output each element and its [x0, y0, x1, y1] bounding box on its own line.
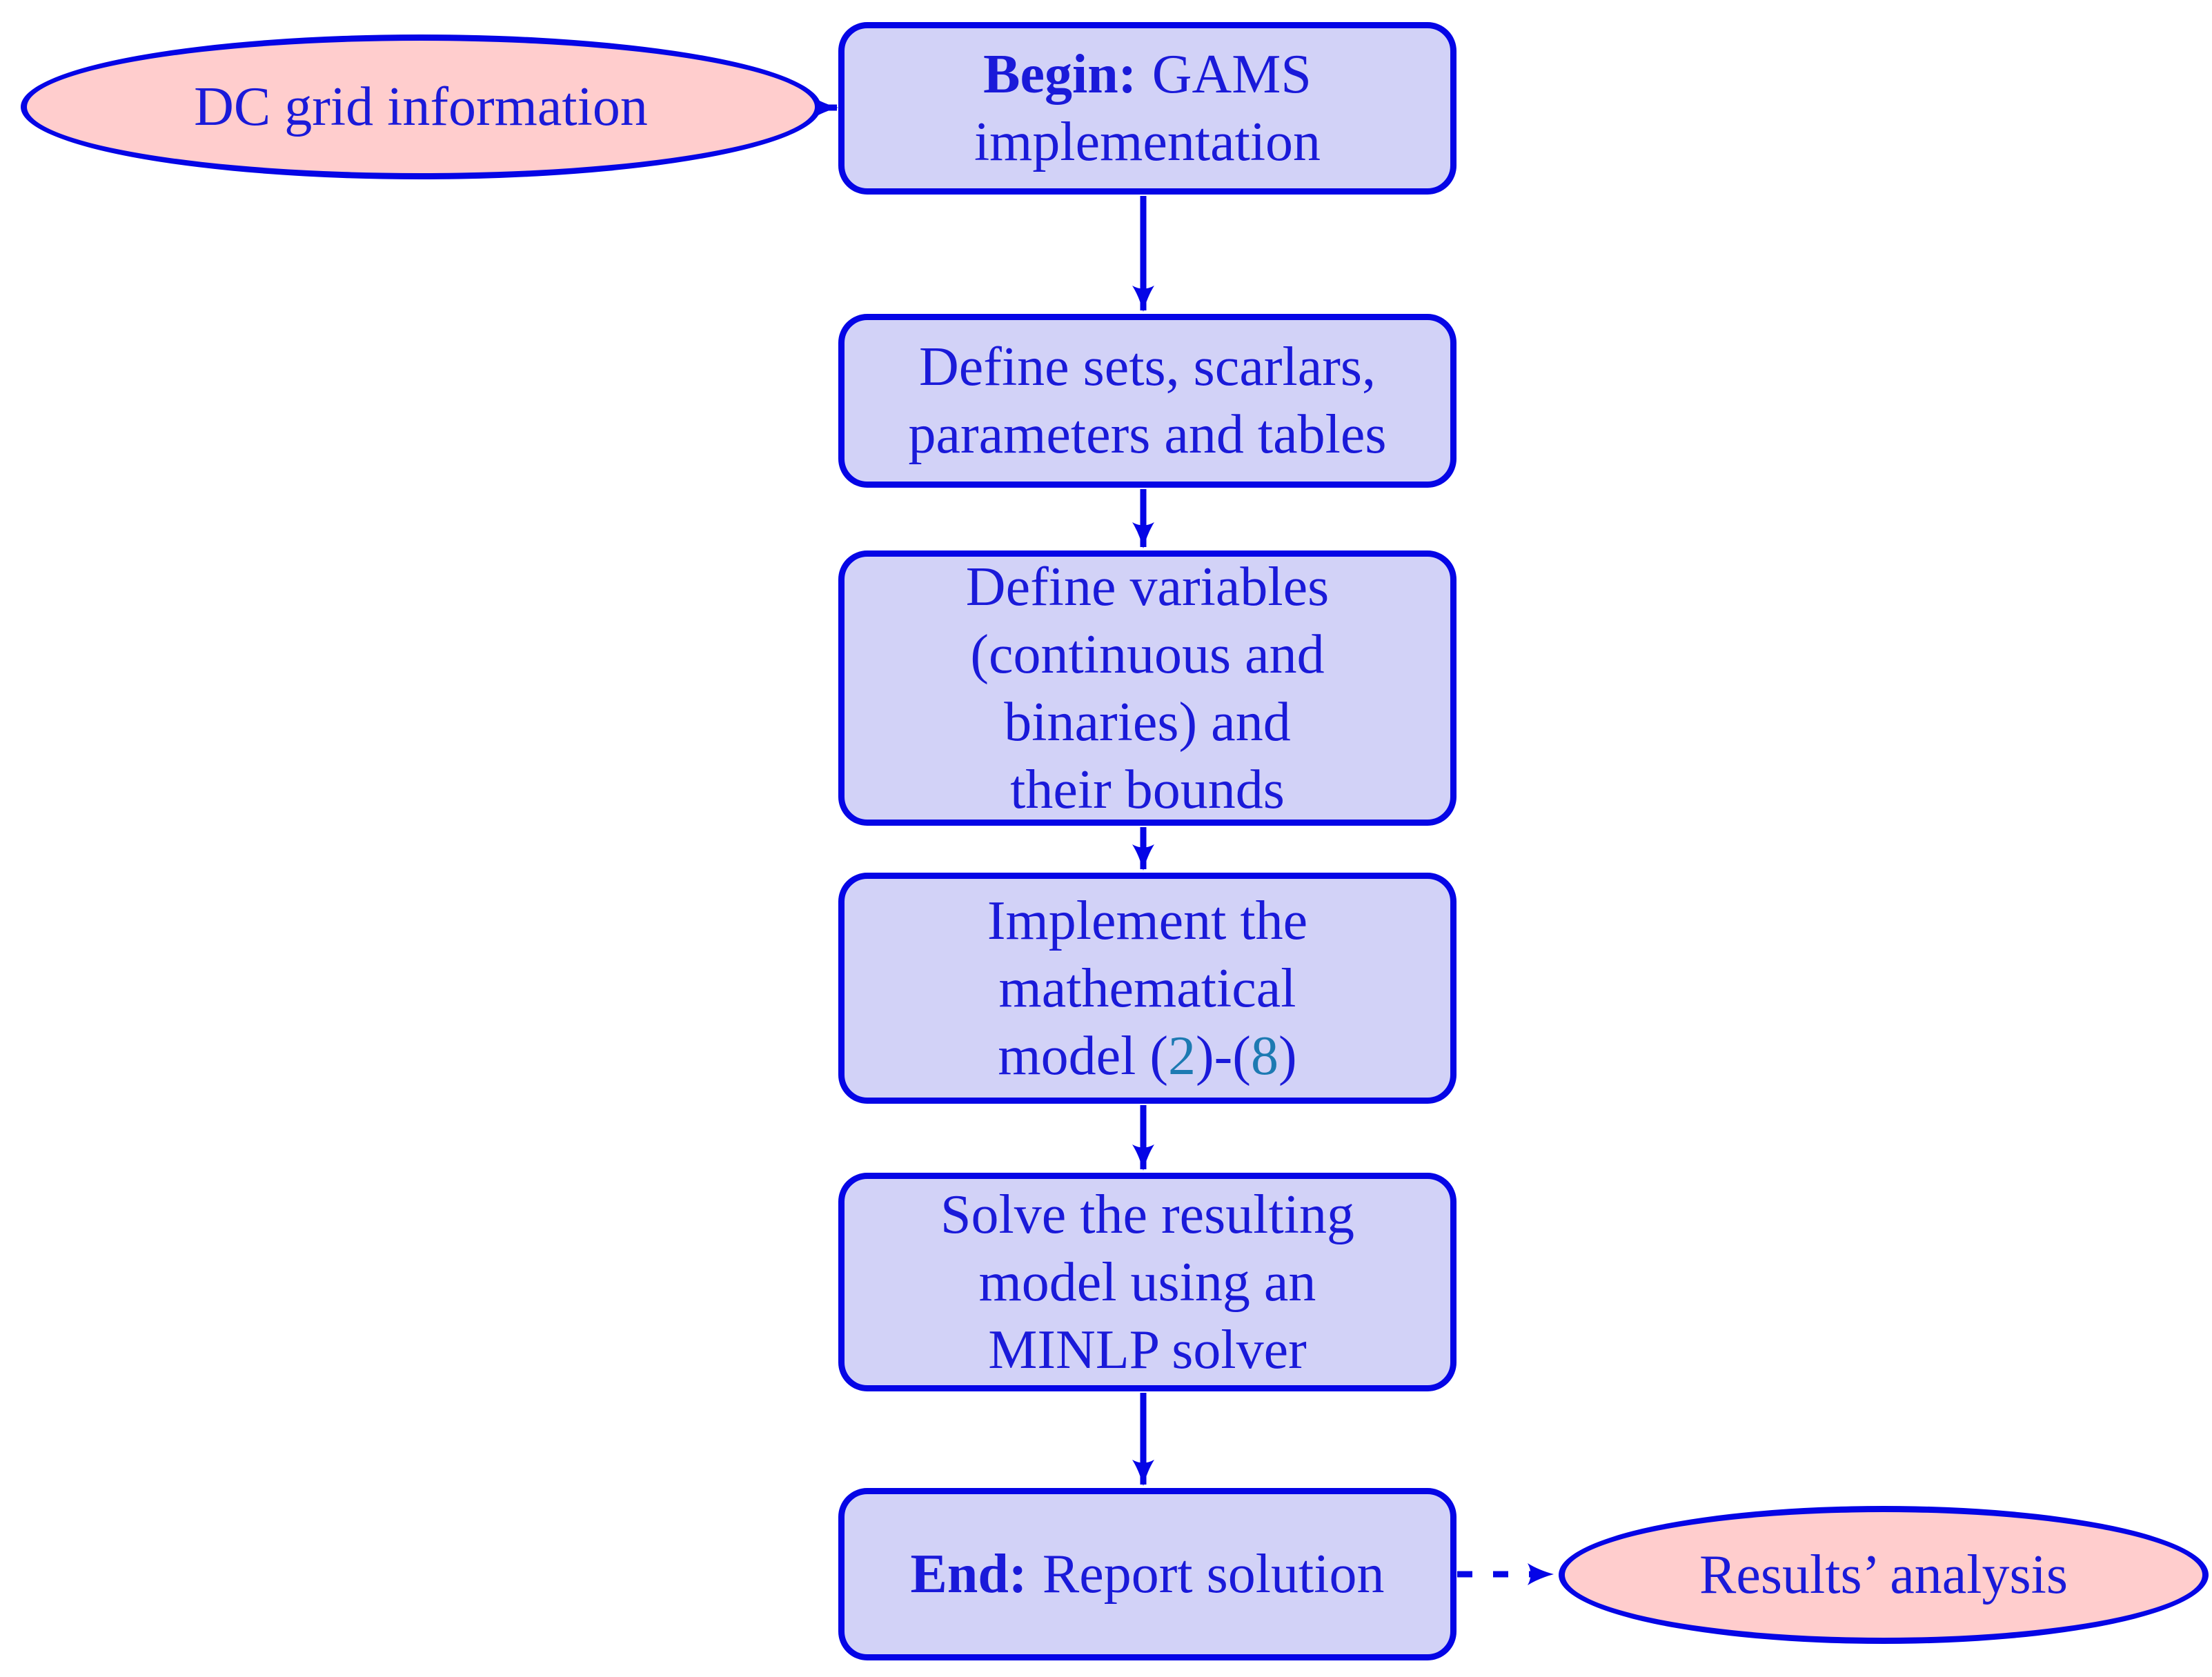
end-report-box: End:Report solution	[838, 1488, 1456, 1660]
implement-model-line-1: Implement the	[987, 890, 1308, 951]
solve-model-line-3: MINLP solver	[988, 1319, 1307, 1380]
begin-line-2: implementation	[974, 112, 1321, 172]
implement-model-line-2: mathematical	[998, 957, 1296, 1019]
results-analysis-label: Results’ analysis	[1699, 1545, 2068, 1605]
dc-grid-information-label: DC grid information	[194, 77, 648, 137]
define-sets-box: Define sets, scarlars, parameters and ta…	[838, 314, 1456, 488]
solve-model-line-2: model using an	[978, 1251, 1316, 1313]
define-variables-line-2: (continuous and	[970, 624, 1325, 685]
equation-ref-2: 2	[1168, 1025, 1196, 1086]
implement-model-line-3: model (2)-(8)	[998, 1022, 1296, 1090]
end-line-1: End:Report solution	[911, 1540, 1385, 1608]
results-analysis-ellipse: Results’ analysis	[1559, 1506, 2209, 1644]
define-variables-line-1: Define variables	[965, 556, 1330, 617]
dc-grid-information-ellipse: DC grid information	[21, 34, 821, 179]
solve-model-box: Solve the resulting model using an MINLP…	[838, 1173, 1456, 1391]
equation-ref-8: 8	[1250, 1025, 1278, 1086]
implement-model-text: model (	[998, 1025, 1169, 1086]
begin-gams-box: Begin:GAMS implementation	[838, 22, 1456, 195]
implement-model-dash: )-(	[1196, 1025, 1251, 1086]
define-sets-line-1: Define sets, scarlars,	[919, 337, 1376, 397]
implement-model-box: Implement the mathematical model (2)-(8)	[838, 873, 1456, 1104]
end-keyword: End:	[910, 1544, 1027, 1605]
begin-line-1: Begin:GAMS	[983, 41, 1312, 108]
define-variables-box: Define variables (continuous and binarie…	[838, 550, 1456, 826]
define-variables-line-3: binaries) and	[1004, 691, 1291, 753]
end-text: Report solution	[1042, 1544, 1385, 1605]
begin-text: GAMS	[1152, 44, 1312, 105]
implement-model-close-paren: )	[1278, 1025, 1297, 1086]
define-sets-line-2: parameters and tables	[908, 404, 1387, 465]
begin-keyword: Begin:	[983, 44, 1137, 105]
define-variables-line-4: their bounds	[1010, 759, 1285, 820]
solve-model-line-1: Solve the resulting	[940, 1184, 1354, 1245]
